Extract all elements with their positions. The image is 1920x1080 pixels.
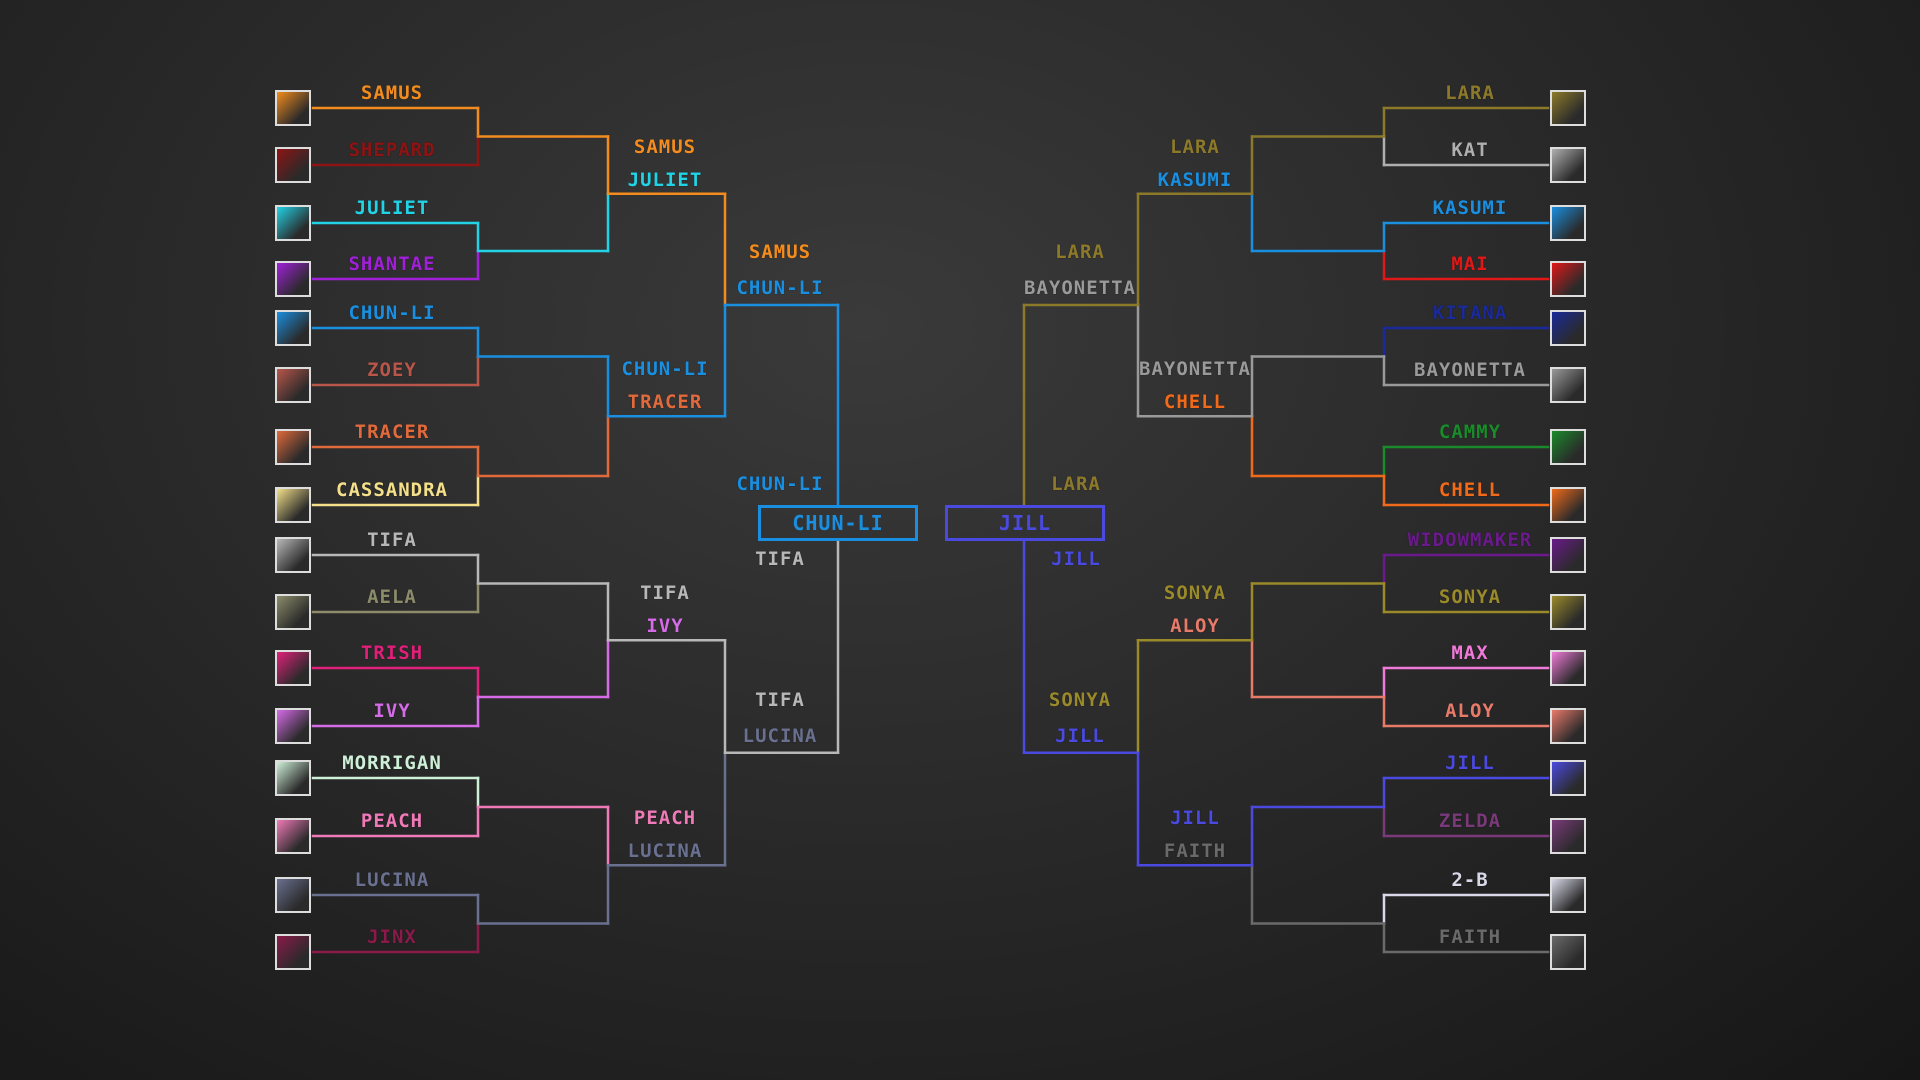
left-r1-name-1: SAMUS xyxy=(360,82,424,104)
left-r2-name-8: LUCINA xyxy=(627,840,703,863)
left-r1-name-13: MORRIGAN xyxy=(342,752,442,774)
max-portrait xyxy=(1550,650,1586,686)
shantae-portrait xyxy=(275,261,311,297)
left-r1-name-12: IVY xyxy=(373,700,411,722)
right-r1-name-10: SONYA xyxy=(1438,586,1502,608)
right-r2-name-7: JILL xyxy=(1170,807,1220,830)
lara-portrait xyxy=(1550,90,1586,126)
left-r2-name-1: SAMUS xyxy=(633,135,697,158)
left-r2-name-6: IVY xyxy=(646,615,684,638)
right-r1-name-4: MAI xyxy=(1451,253,1489,275)
juliet-portrait xyxy=(275,205,311,241)
samus-portrait xyxy=(275,90,311,126)
right-r2-name-2: KASUMI xyxy=(1157,168,1233,191)
left-r1-name-3: JULIET xyxy=(354,197,430,219)
left-r1-name-11: TRISH xyxy=(360,642,424,664)
right-r1-name-1: LARA xyxy=(1445,82,1495,104)
mai-portrait xyxy=(1550,261,1586,297)
right-r1-name-14: ZELDA xyxy=(1438,810,1502,832)
right-r2-name-8: FAITH xyxy=(1163,840,1227,863)
trish-portrait xyxy=(275,650,311,686)
sonya-portrait xyxy=(1550,594,1586,630)
left-r3-name-4: LUCINA xyxy=(742,724,818,747)
left-r2-name-4: TRACER xyxy=(627,391,703,414)
right-r1-name-8: CHELL xyxy=(1438,479,1502,501)
left-r2-name-7: PEACH xyxy=(633,807,697,830)
left-r1-name-6: ZOEY xyxy=(367,359,417,381)
left-r2-name-2: JULIET xyxy=(627,168,703,191)
morrigan-portrait xyxy=(275,760,311,796)
right-r3-name-2: BAYONETTA xyxy=(1024,277,1136,299)
right-r3-name-4: JILL xyxy=(1055,724,1105,747)
peach-portrait xyxy=(275,818,311,854)
right-finalist-box: JILL xyxy=(945,505,1105,541)
kat-portrait xyxy=(1550,147,1586,183)
left-finalist-box: CHUN-LI xyxy=(758,505,918,541)
widowmaker-portrait xyxy=(1550,537,1586,573)
left-r2-name-3: CHUN-LI xyxy=(621,358,709,381)
zelda-portrait xyxy=(1550,818,1586,854)
right-r1-name-6: BAYONETTA xyxy=(1414,359,1526,381)
jinx-portrait xyxy=(275,934,311,970)
left-r3-name-1: SAMUS xyxy=(748,241,812,263)
kitana-portrait xyxy=(1550,310,1586,346)
right-r2-name-3: BAYONETTA xyxy=(1139,358,1251,381)
chell-portrait xyxy=(1550,487,1586,523)
left-r1-name-10: AELA xyxy=(367,586,417,608)
left-r1-name-8: CASSANDRA xyxy=(336,479,448,501)
left-r1-name-15: LUCINA xyxy=(354,869,430,891)
bayonetta-portrait xyxy=(1550,367,1586,403)
right-r2-name-6: ALOY xyxy=(1170,615,1220,638)
faith-portrait xyxy=(1550,934,1586,970)
chun-li-portrait xyxy=(275,310,311,346)
right-r1-name-15: 2-B xyxy=(1451,869,1489,891)
left-r4-name-1: CHUN-LI xyxy=(736,473,824,495)
right-r1-name-5: KITANA xyxy=(1432,302,1508,324)
jill-portrait xyxy=(1550,760,1586,796)
right-r1-name-13: JILL xyxy=(1445,752,1495,774)
tracer-portrait xyxy=(275,429,311,465)
left-r1-name-7: TRACER xyxy=(354,421,430,443)
right-r2-name-5: SONYA xyxy=(1163,582,1227,605)
right-r4-name-1: LARA xyxy=(1051,473,1101,495)
right-r1-name-16: FAITH xyxy=(1438,926,1502,948)
cammy-portrait xyxy=(1550,429,1586,465)
right-r1-name-7: CAMMY xyxy=(1438,421,1502,443)
left-r1-name-16: JINX xyxy=(367,926,417,948)
right-r1-name-11: MAX xyxy=(1451,642,1489,664)
left-r4-name-2: TIFA xyxy=(755,548,805,570)
left-r2-name-5: TIFA xyxy=(640,582,690,605)
right-r1-name-3: KASUMI xyxy=(1432,197,1508,219)
2-b-portrait xyxy=(1550,877,1586,913)
right-r3-name-3: SONYA xyxy=(1048,688,1112,711)
right-r4-name-2: JILL xyxy=(1051,548,1101,570)
ivy-portrait xyxy=(275,708,311,744)
kasumi-portrait xyxy=(1550,205,1586,241)
left-r1-name-14: PEACH xyxy=(360,810,424,832)
right-r1-name-2: KAT xyxy=(1451,139,1489,161)
lucina-portrait xyxy=(275,877,311,913)
left-r1-name-2: SHEPARD xyxy=(348,139,436,161)
cassandra-portrait xyxy=(275,487,311,523)
aloy-portrait xyxy=(1550,708,1586,744)
shepard-portrait xyxy=(275,147,311,183)
left-r3-name-3: TIFA xyxy=(755,688,805,711)
left-r1-name-9: TIFA xyxy=(367,529,417,551)
left-r1-name-4: SHANTAE xyxy=(348,253,436,275)
zoey-portrait xyxy=(275,367,311,403)
right-r1-name-9: WIDOWMAKER xyxy=(1407,529,1533,551)
left-r1-name-5: CHUN-LI xyxy=(348,302,436,324)
right-r2-name-1: LARA xyxy=(1170,135,1220,158)
right-r1-name-12: ALOY xyxy=(1445,700,1495,722)
right-r3-name-1: LARA xyxy=(1055,241,1105,263)
left-r3-name-2: CHUN-LI xyxy=(736,277,824,299)
aela-portrait xyxy=(275,594,311,630)
right-r2-name-4: CHELL xyxy=(1163,391,1227,414)
tifa-portrait xyxy=(275,537,311,573)
